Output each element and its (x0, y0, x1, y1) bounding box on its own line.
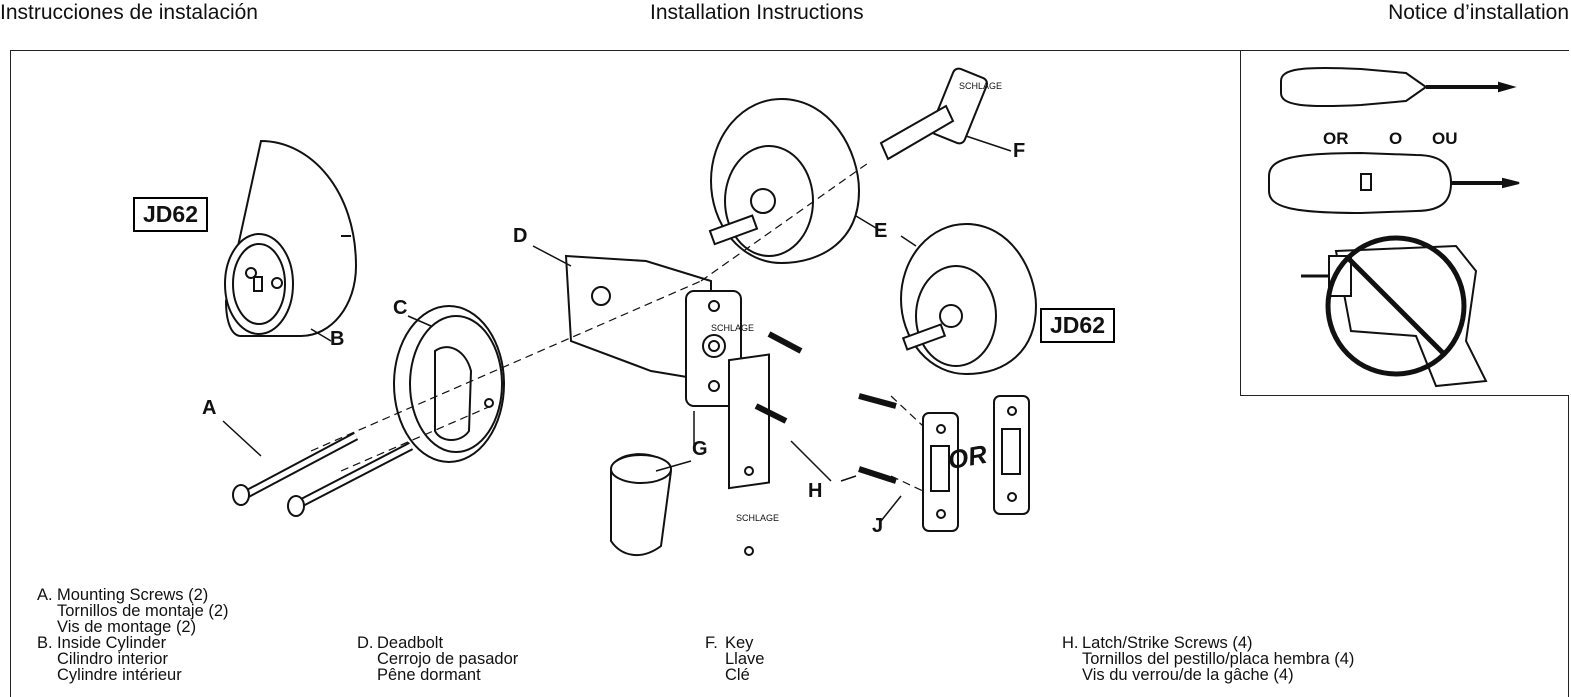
legend-letter: B. (37, 634, 53, 652)
legend-text-en: Mounting Screws (2) (57, 586, 209, 604)
legend-text-fr: Pêne dormant (377, 666, 481, 684)
outside-cylinder-top-illustration (708, 98, 861, 264)
callout-h: H (808, 480, 823, 502)
header-title-english: Installation Instructions (650, 1, 864, 24)
exploded-diagram: SCHLAGE SCHLAGE SCHLAGE (222, 67, 1038, 556)
legend-text-es: Cilindro interior (57, 650, 168, 668)
face-plate-illustration (728, 353, 770, 556)
header-title-french: Notice d’installation (1388, 1, 1569, 24)
callout-e: E (874, 220, 888, 242)
model-label-right: JD62 (1040, 308, 1115, 343)
callout-c: C (393, 297, 408, 319)
legend-letter: H. (1062, 634, 1079, 652)
legend-text-en: Deadbolt (377, 634, 444, 652)
no-drill-icon (1301, 235, 1488, 388)
callout-a: A (202, 397, 217, 419)
legend-letter: F. (705, 634, 718, 652)
tools-or-french: OU (1432, 129, 1458, 148)
legend-text-fr: Clé (725, 666, 750, 684)
deadbolt-illustration (564, 254, 742, 407)
legend-item-b: B.Inside Cylinder Cilindro interior Cyli… (37, 634, 182, 684)
callout-f: F (1013, 140, 1026, 162)
outside-cylinder-bottom-illustration (900, 223, 1038, 375)
header-title-spanish: Instrucciones de instalación (0, 1, 258, 24)
legend-item-d: D.Deadbolt Cerrojo de pasador Pêne dorma… (357, 634, 519, 684)
power-screwdriver-icon (1268, 151, 1520, 215)
legend-item-h: H.Latch/Strike Screws (4) Tornillos del … (1062, 634, 1355, 684)
screwdriver-icon (1280, 66, 1517, 108)
legend-letter: A. (37, 586, 53, 604)
callout-g: G (692, 438, 708, 460)
legend-text-en: Key (725, 634, 754, 652)
tools-panel: OR O OU (1240, 51, 1569, 396)
legend-text-en: Latch/Strike Screws (4) (1082, 634, 1253, 652)
strike-plate-illustration (922, 395, 1030, 532)
latch-strike-screws-illustration (754, 331, 897, 484)
mounting-screws-illustration (232, 432, 414, 517)
thumbturn-illustration (393, 305, 505, 463)
adapter-illustration (610, 453, 673, 556)
legend-text-es: Tornillos del pestillo/placa hembra (4) (1082, 650, 1355, 668)
callout-b: B (330, 328, 345, 350)
legend-text-fr: Cylindre intérieur (57, 666, 182, 684)
legend-text-es: Tornillos de montaje (2) (57, 602, 229, 620)
legend-text-fr: Vis de montage (2) (57, 618, 197, 636)
legend-item-f: F. Key Llave Clé (705, 634, 765, 684)
brand-mark: SCHLAGE (711, 323, 754, 333)
tools-illustration (1268, 66, 1520, 388)
inside-cylinder-illustration (224, 139, 358, 337)
tools-or-english: OR (1323, 129, 1349, 148)
legend-text-fr: Vis du verrou/de la gâche (4) (1082, 666, 1294, 684)
legend-item-a: A.Mounting Screws (2) Tornillos de monta… (37, 586, 229, 636)
brand-mark-3: SCHLAGE (959, 81, 1002, 91)
callout-j: J (872, 515, 884, 537)
key-illustration (879, 67, 988, 161)
legend-text-en: Inside Cylinder (57, 634, 167, 652)
legend-letter: D. (357, 634, 374, 652)
tools-or-spanish: O (1389, 129, 1403, 148)
brand-mark-2: SCHLAGE (736, 513, 779, 523)
callout-d: D (513, 225, 528, 247)
legend-text-es: Llave (725, 650, 765, 668)
model-label-top: JD62 (133, 197, 208, 232)
legend-text-es: Cerrojo de pasador (377, 650, 519, 668)
